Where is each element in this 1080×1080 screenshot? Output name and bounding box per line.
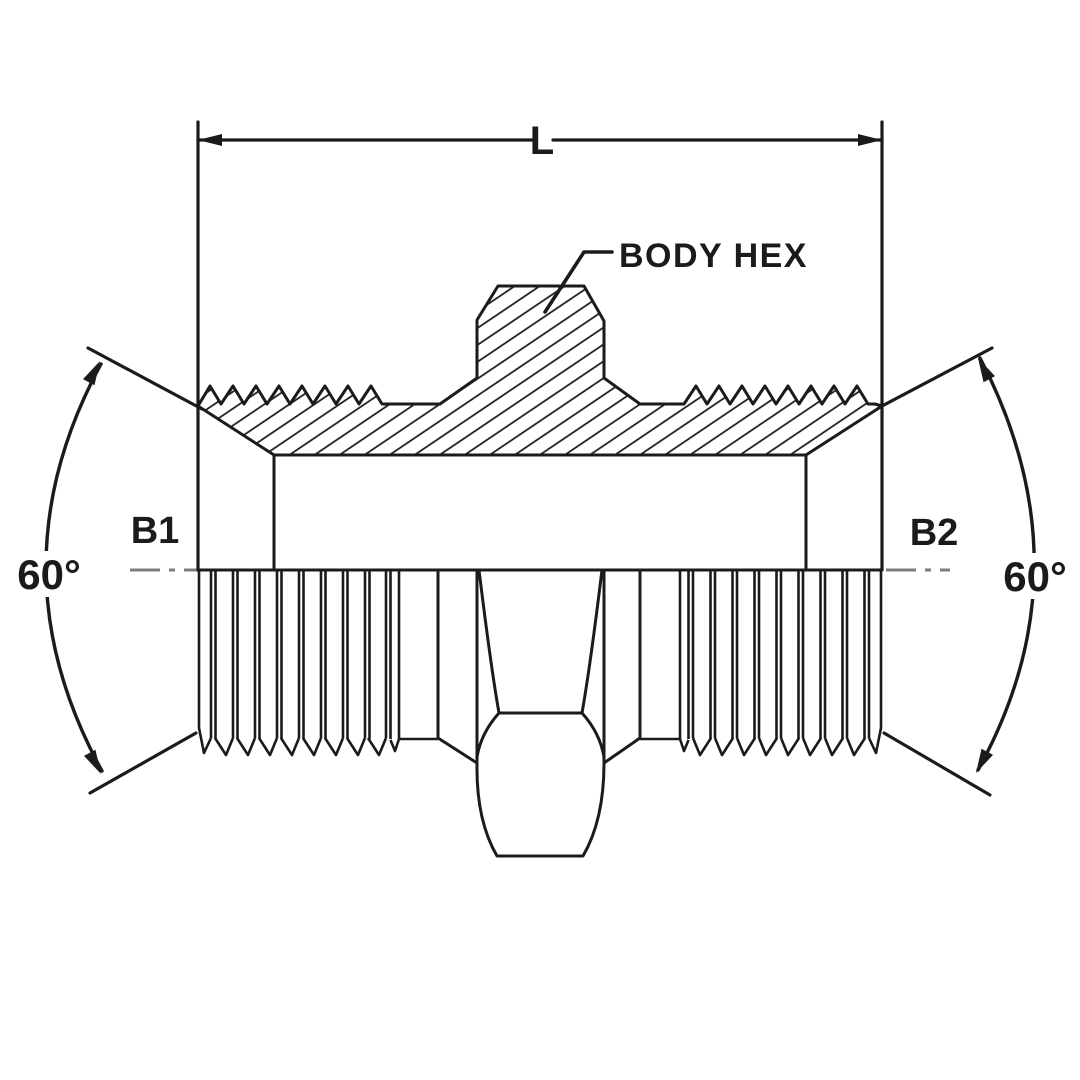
bore-lines [272, 453, 808, 570]
angle-right-label-mask [999, 553, 1073, 599]
arrowhead-right [858, 134, 882, 146]
body-hex-callout: BODY HEX [543, 237, 808, 314]
part-section-outline [196, 284, 883, 572]
hex-front-view [436, 569, 642, 858]
thread-profile-and-hex-boss [196, 284, 883, 408]
flank-line-upper-right [880, 346, 994, 408]
body-hex-label: BODY HEX [619, 237, 808, 275]
length-label: L [530, 119, 554, 163]
flank-line-lower-left [88, 731, 198, 795]
section-hatching [198, 286, 882, 455]
angle-left-label: 60° [17, 551, 81, 598]
angle-left-label-mask [14, 551, 86, 597]
threads-bottom-left [197, 568, 438, 757]
cone-seat-left [197, 404, 275, 457]
arrowhead-left [198, 134, 222, 146]
port-b2-label: B2 [910, 512, 959, 554]
angle-dimension-left: 60° [14, 346, 204, 795]
flank-line-upper-left [86, 346, 204, 411]
arc-arrow-right-bottom [976, 748, 994, 773]
port-b1-label: B1 [131, 510, 180, 552]
arc-arrow-left-bottom [83, 749, 101, 774]
angle-dimension-right: 60° [880, 346, 1073, 797]
dimension-length: L [196, 119, 884, 572]
arc-arrow-left-top [82, 361, 100, 386]
flank-line-lower-right [882, 731, 992, 797]
threads-bottom-right [640, 568, 883, 757]
leader-line [543, 250, 614, 314]
arc-arrow-right-top [978, 358, 996, 383]
angle-right-label: 60° [1003, 553, 1067, 600]
cone-seat-right [805, 404, 883, 457]
